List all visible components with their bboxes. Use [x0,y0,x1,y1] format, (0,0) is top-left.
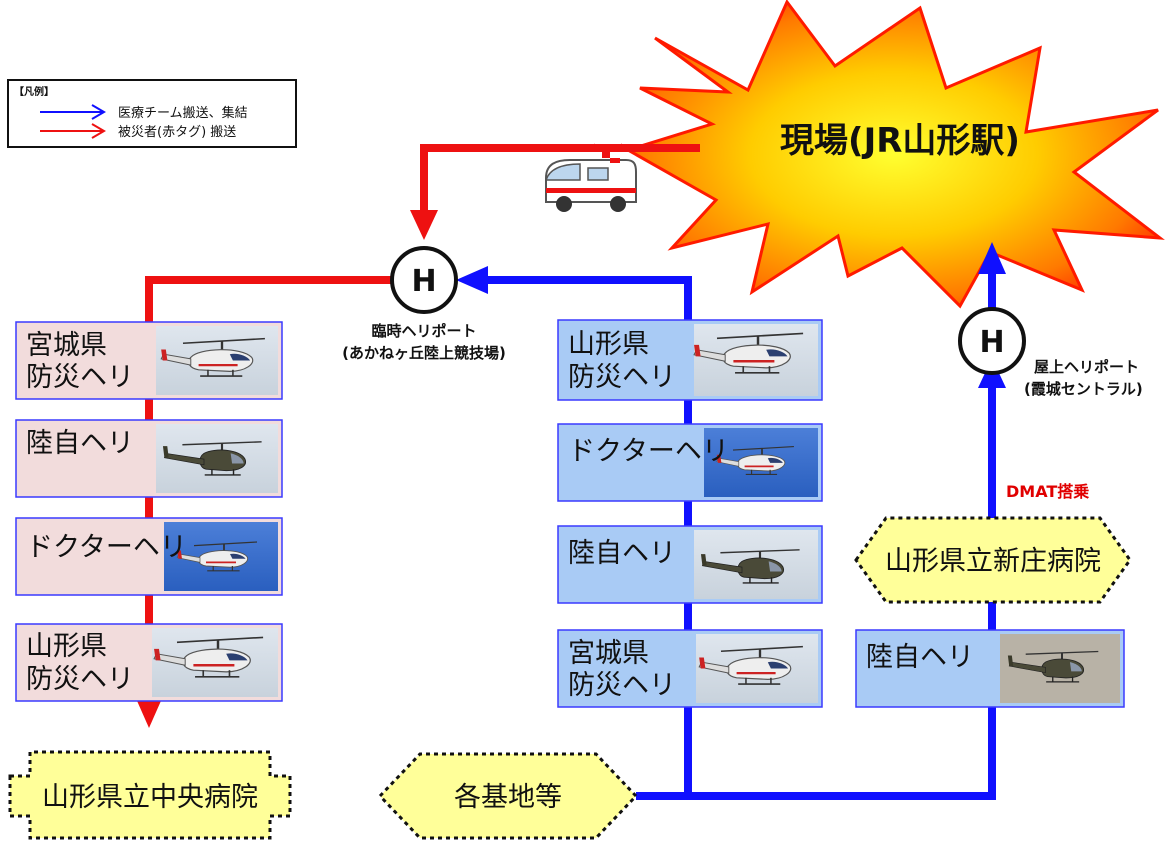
legend-label-red: 被災者(赤タグ) 搬送 [118,125,236,140]
central-hospital-node: 山形県立中央病院 [8,750,292,840]
box-label-line1: 山形県 [568,329,649,360]
bases-node: 各基地等 [377,752,639,840]
site-label: 現場(JR山形駅) [780,121,1020,161]
legend-item-red: 被災者(赤タグ) 搬送 [40,123,236,140]
hospital-label: 山形県立中央病院 [42,782,258,813]
red-arrowhead [410,210,438,240]
helicopter-box: 陸自ヘリ [15,419,283,498]
red-arrow-icon [91,123,106,139]
helicopter-box: ドクターヘリ [15,517,283,596]
disaster-site-burst: 現場(JR山形駅) [624,0,1165,309]
legend-label-blue: 医療チーム搬送、集結 [118,105,248,121]
blue-arrow-icon [91,104,106,120]
heliport-letter: H [979,325,1004,360]
box-label-line2: 防災ヘリ [568,670,676,701]
hospital-label: 山形県立新庄病院 [885,546,1101,577]
helicopter-box: 陸自ヘリ [557,525,823,604]
box-label-line1: 宮城県 [568,638,649,669]
blue-arrowhead [456,266,488,294]
helicopter-box: ドクターヘリ [557,423,823,502]
helicopter-box: 宮城県 防災ヘリ [557,629,823,708]
box-label-line1: 陸自ヘリ [866,642,974,673]
box-label-line2: 防災ヘリ [26,362,134,393]
middle-helicopter-column: 山形県 防災ヘリ ドクターヘリ 陸自ヘリ 宮城県 防災ヘリ [557,319,823,708]
box-label-line1: ドクターヘリ [568,436,729,467]
rooftop-heliport: H 屋上ヘリポート (霞城セントラル) [958,307,1143,398]
heliport-letter: H [411,264,436,299]
box-label-line1: 山形県 [26,631,107,662]
box-label-line1: 陸自ヘリ [568,538,676,569]
legend: 【凡例】 医療チーム搬送、集結 被災者(赤タグ) 搬送 [7,79,297,148]
blue-arrowhead [978,242,1006,274]
right-helicopter-column: DMAT搭乗 山形県立新庄病院 陸自ヘリ [854,482,1132,708]
heliport-place: (あかねヶ丘陸上競技場) [342,344,506,362]
helicopter-box: 山形県 防災ヘリ [15,623,283,702]
box-label-line1: 陸自ヘリ [26,428,134,459]
dmat-note: DMAT搭乗 [1006,482,1089,501]
helicopter-box: 山形県 防災ヘリ [557,319,823,401]
heliport-name: 屋上ヘリポート [1034,358,1139,376]
red-arrowhead [134,694,164,728]
box-label-line2: 防災ヘリ [568,362,676,393]
shinjo-hospital-node: 山形県立新庄病院 [854,516,1132,604]
heliport-icon [390,246,458,314]
temporary-heliport: H 臨時ヘリポート (あかねヶ丘陸上競技場) [342,246,506,362]
heliport-name: 臨時ヘリポート [371,322,476,340]
heliport-place: (霞城セントラル) [1024,380,1143,398]
ambulance-icon [544,143,637,212]
box-label-line1: ドクターヘリ [26,532,187,563]
heliport-icon [958,307,1026,375]
helicopter-box: 宮城県 防災ヘリ [15,321,283,400]
bases-label: 各基地等 [454,782,562,813]
left-helicopter-column: 宮城県 防災ヘリ 陸自ヘリ ドクターヘリ 山形県 防災ヘリ [15,321,283,702]
box-label-line1: 宮城県 [26,330,107,361]
legend-item-blue: 医療チーム搬送、集結 [40,104,248,121]
box-label-line2: 防災ヘリ [26,664,134,695]
helicopter-box: 陸自ヘリ [855,629,1125,708]
legend-title: 【凡例】 [14,85,54,98]
